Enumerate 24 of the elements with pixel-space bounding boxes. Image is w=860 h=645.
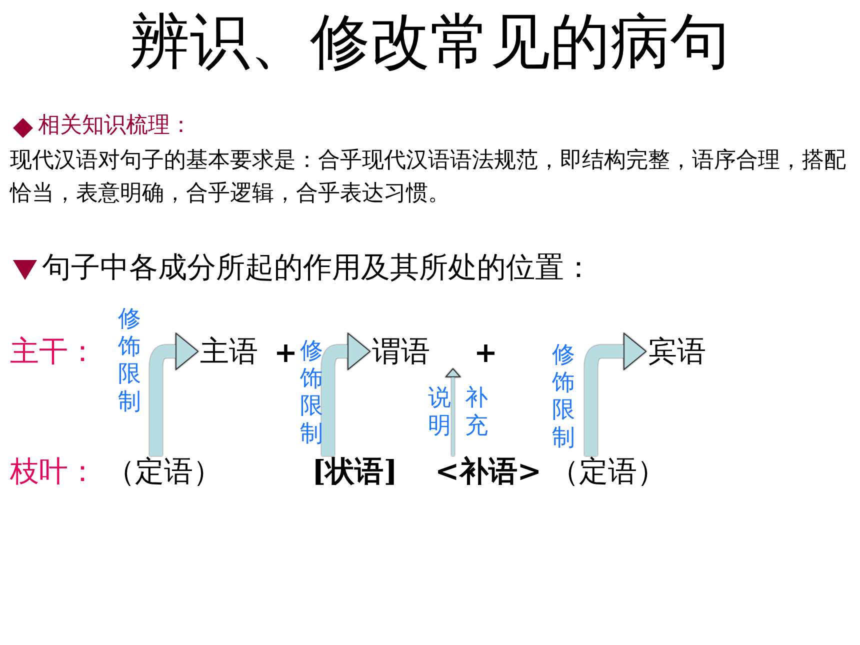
row-label: 主干：	[10, 334, 97, 369]
section-heading: 相关知识梳理：	[38, 113, 192, 140]
grammar-term: [状语]	[312, 454, 398, 489]
plus-sign: +	[274, 336, 298, 370]
edge-label: 修饰限制	[552, 342, 576, 452]
grammar-term: （定语）	[106, 454, 222, 489]
arrow	[584, 332, 646, 456]
grammar-term: 谓语	[372, 334, 450, 369]
arrow	[322, 332, 370, 456]
row-label: 枝叶：	[10, 454, 97, 489]
arrow	[150, 332, 198, 456]
slide-title: 辨识、修改常见的病句	[129, 6, 731, 78]
grammar-term: 宾语	[648, 334, 706, 369]
plus-sign: +	[474, 336, 498, 370]
edge-label: 说明	[428, 385, 452, 440]
arrow	[446, 368, 460, 456]
grammar-term: <补语>	[435, 454, 542, 489]
grammar-term: 主语	[200, 334, 258, 369]
edge-label: 修饰限制	[300, 338, 324, 448]
paragraph: 现代汉语对句子的基本要求是：合乎现代汉语语法规范，即结构完整，语序合理，搭配恰当，表意明确，合乎逻辑，合乎表达习惯。	[10, 147, 847, 208]
section-heading: 句子中各成分所起的作用及其所处的位置：	[42, 250, 593, 285]
grammar-term: （定语）	[550, 454, 666, 489]
edge-label: 修饰限制	[118, 306, 142, 416]
annotation: 补充	[465, 385, 489, 440]
